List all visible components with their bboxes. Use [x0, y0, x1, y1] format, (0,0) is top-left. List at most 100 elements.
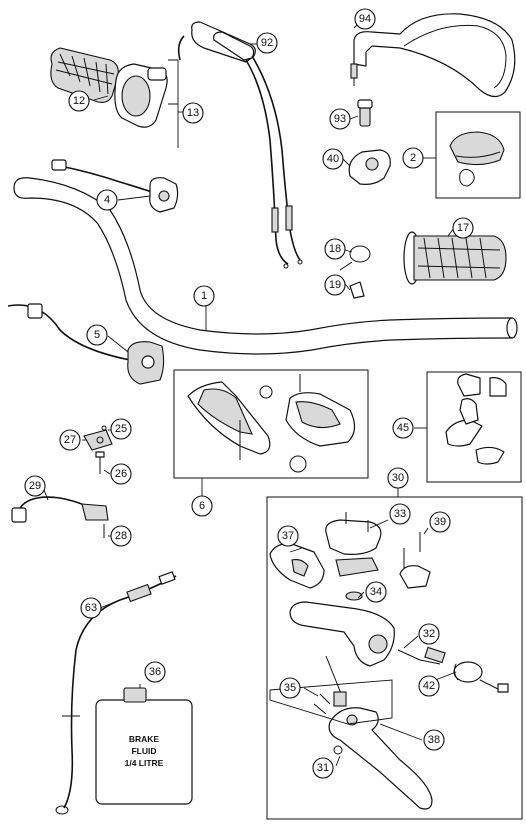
- svg-text:45: 45: [397, 422, 409, 434]
- svg-text:17: 17: [457, 222, 469, 234]
- callout-63: 63: [80, 597, 102, 619]
- brake-fluid-bottle-part: BRAKE FLUID 1/4 LITRE: [95, 687, 193, 805]
- callout-92: 92: [256, 32, 278, 54]
- callout-36: 36: [144, 661, 166, 683]
- clamp-bracket-part: [269, 543, 325, 589]
- cable-tie-part: [339, 245, 371, 271]
- svg-text:31: 31: [317, 762, 329, 774]
- callout-38: 38: [423, 729, 445, 751]
- callout-2: 2: [402, 147, 424, 169]
- callout-4: 4: [96, 189, 118, 211]
- svg-text:42: 42: [423, 680, 435, 692]
- end-cap-part: [349, 281, 365, 299]
- svg-text:92: 92: [261, 37, 273, 49]
- handguard-left-part: [187, 381, 271, 460]
- callout-18: 18: [324, 238, 346, 260]
- callout-19: 19: [324, 274, 346, 296]
- mirror-clamp-part: [348, 149, 391, 185]
- kill-switch-part: [7, 303, 165, 385]
- callout-5: 5: [86, 324, 108, 346]
- push-rod-part: [397, 646, 509, 693]
- adjuster-part: [313, 655, 347, 715]
- reservoir-lid-part: [325, 512, 382, 577]
- svg-text:26: 26: [115, 468, 127, 480]
- svg-text:63: 63: [85, 602, 97, 614]
- master-cylinder-part: [289, 591, 395, 667]
- callout-93: 93: [329, 108, 351, 130]
- bottle-label-line3: 1/4 LITRE: [125, 758, 164, 768]
- throttle-cables-part: [177, 21, 303, 269]
- svg-text:28: 28: [115, 530, 127, 542]
- svg-text:5: 5: [94, 329, 100, 341]
- callout-17: 17: [452, 217, 474, 239]
- clamp-screws-part: [399, 532, 431, 589]
- callout-13: 13: [182, 102, 204, 124]
- handguard-right-part: [259, 374, 356, 473]
- lever-parts-box: [269, 679, 393, 725]
- svg-text:38: 38: [428, 734, 440, 746]
- throttle-housing-part: [114, 63, 168, 128]
- callout-37: 37: [277, 525, 299, 547]
- bottle-label-line1: BRAKE: [129, 734, 160, 744]
- clamp-set-part: [445, 373, 507, 465]
- callout-34: 34: [365, 581, 387, 603]
- svg-text:39: 39: [434, 516, 446, 528]
- callout-27: 27: [59, 429, 81, 451]
- svg-text:1: 1: [201, 290, 207, 302]
- callout-29: 29: [24, 475, 46, 497]
- callout-45: 45: [392, 417, 414, 439]
- callout-25: 25: [110, 418, 132, 440]
- svg-text:93: 93: [334, 113, 346, 125]
- svg-text:13: 13: [187, 107, 199, 119]
- mirror-screw-part: [357, 99, 373, 127]
- handguard-group-box: [173, 369, 369, 479]
- housing-bracket-line: [168, 59, 179, 148]
- callout-30: 30: [387, 467, 409, 489]
- svg-text:30: 30: [392, 472, 404, 484]
- svg-text:34: 34: [370, 586, 382, 598]
- bottle-label-line2: FLUID: [131, 746, 156, 756]
- svg-text:4: 4: [104, 194, 110, 206]
- grip-cap-group-box: [435, 111, 521, 199]
- callout-1: 1: [193, 285, 215, 307]
- callout-32: 32: [418, 623, 440, 645]
- svg-text:29: 29: [29, 480, 41, 492]
- svg-text:32: 32: [423, 628, 435, 640]
- svg-text:25: 25: [115, 423, 127, 435]
- mirror-clamp-group-box: [426, 371, 522, 483]
- callout-26: 26: [110, 463, 132, 485]
- callout-35: 35: [279, 677, 301, 699]
- brake-line-part: [55, 571, 177, 815]
- svg-text:27: 27: [64, 434, 76, 446]
- brake-lever-part: [328, 707, 433, 810]
- svg-text:2: 2: [410, 152, 416, 164]
- svg-text:35: 35: [284, 682, 296, 694]
- svg-text:40: 40: [327, 153, 339, 165]
- grip-cap-part: [449, 131, 505, 187]
- svg-text:6: 6: [199, 500, 205, 512]
- svg-text:19: 19: [329, 279, 341, 291]
- cable-switch-part: [11, 496, 109, 538]
- mirror-part: [350, 13, 516, 98]
- svg-text:36: 36: [149, 666, 161, 678]
- svg-text:37: 37: [282, 530, 294, 542]
- switch-part: [51, 159, 179, 213]
- svg-text:33: 33: [394, 508, 406, 520]
- callout-28: 28: [110, 525, 132, 547]
- left-grip-part: [403, 231, 507, 285]
- callout-42: 42: [418, 675, 440, 697]
- leader-lines: [43, 19, 457, 767]
- callout-33: 33: [389, 503, 411, 525]
- callout-40: 40: [322, 148, 344, 170]
- callout-31: 31: [312, 757, 334, 779]
- handlebar-part: [13, 177, 518, 355]
- brake-master-cylinder-group-box: [266, 496, 523, 820]
- svg-text:18: 18: [329, 243, 341, 255]
- callout-6: 6: [191, 495, 213, 517]
- svg-text:12: 12: [73, 95, 85, 107]
- svg-text:94: 94: [359, 13, 371, 25]
- callout-94: 94: [354, 8, 376, 30]
- callout-12: 12: [68, 90, 90, 112]
- switch-cover-part: [83, 425, 113, 474]
